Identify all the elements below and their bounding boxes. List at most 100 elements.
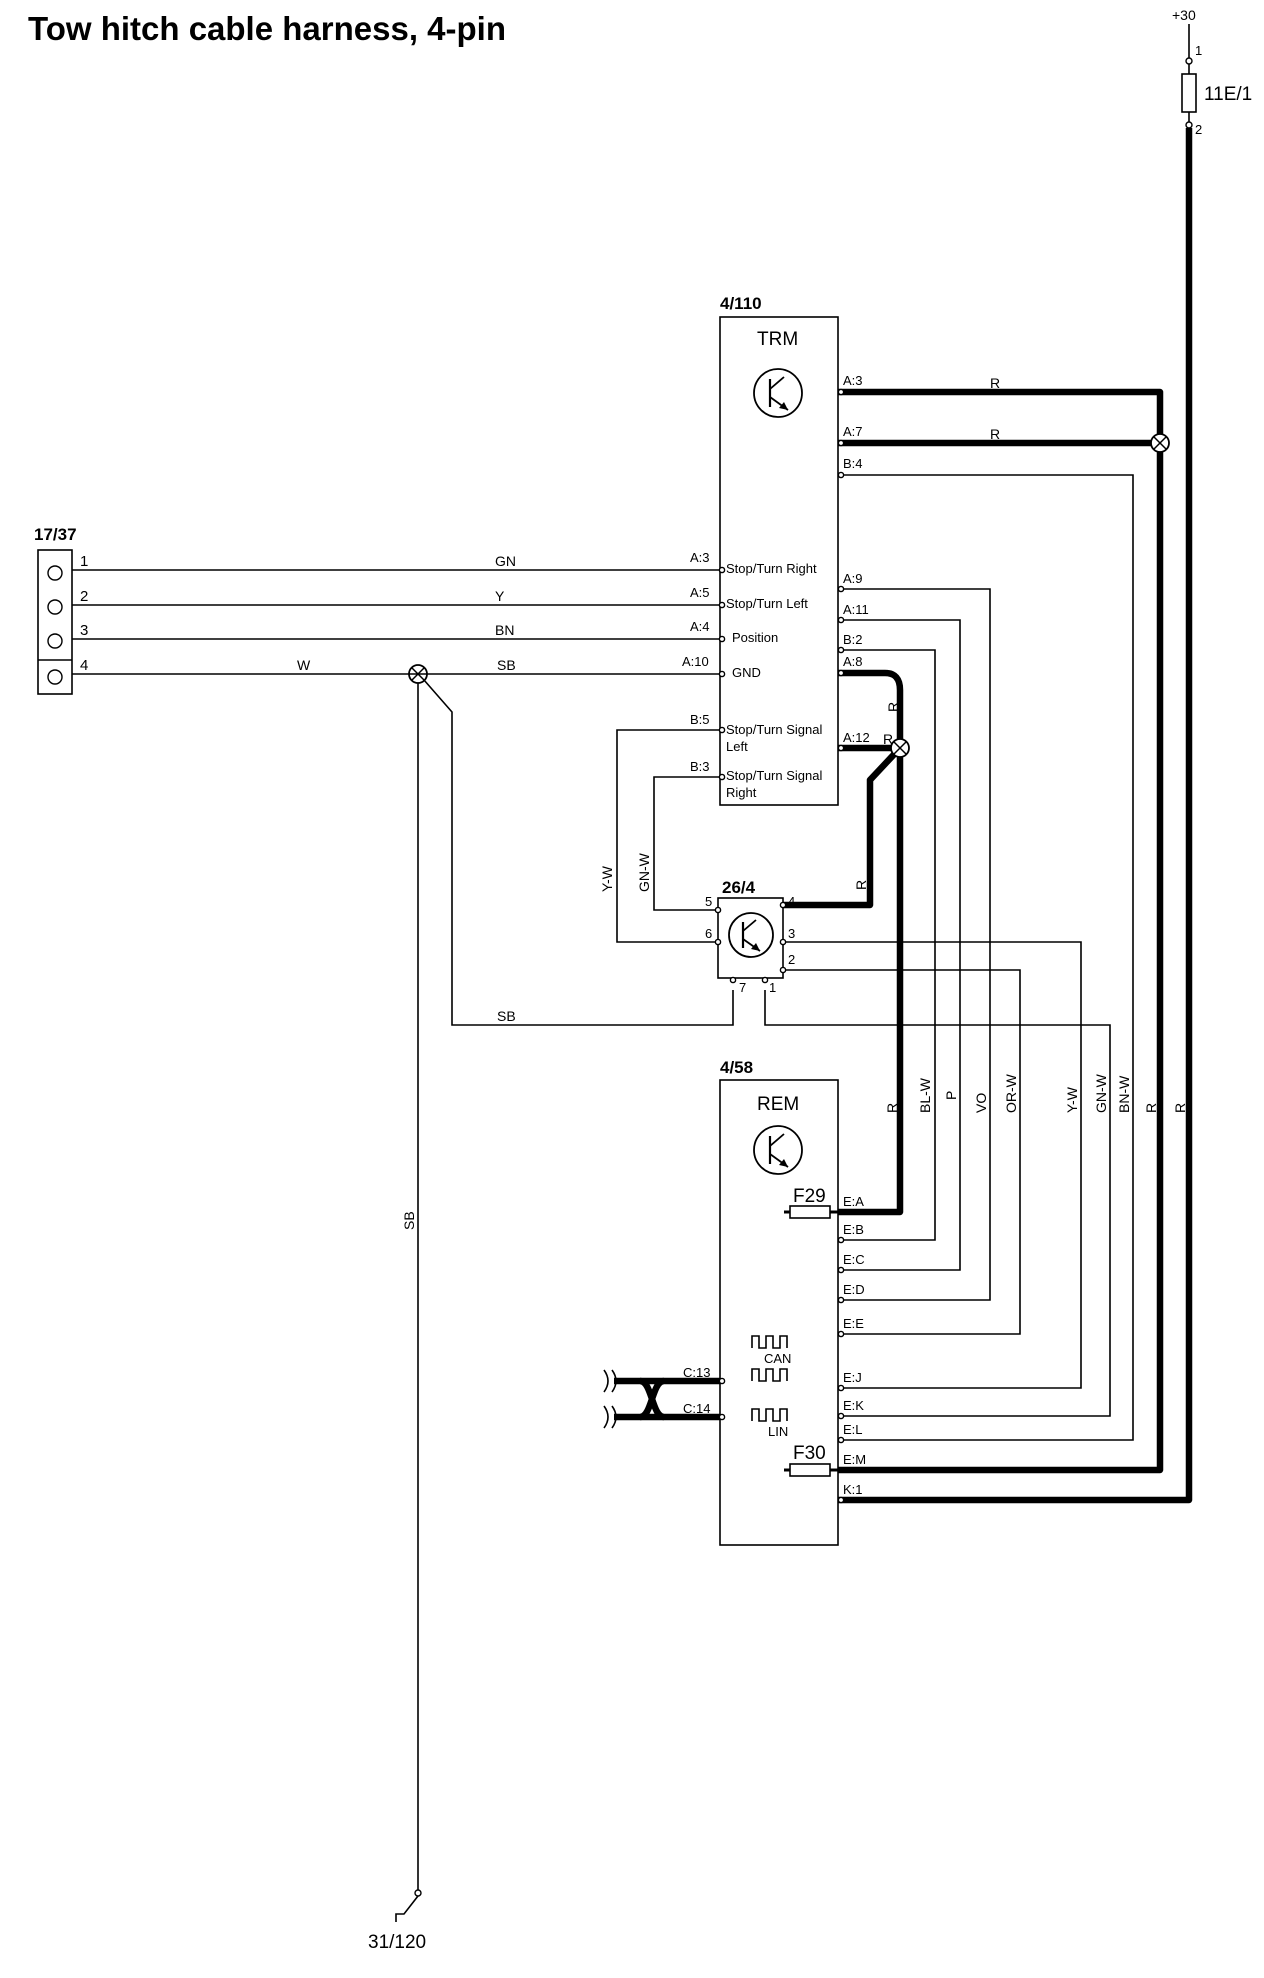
wire-label: R <box>853 880 869 890</box>
wire-label: GN-W <box>1093 1073 1109 1113</box>
wire-label: R <box>883 731 893 747</box>
trm-right-pin: A:7 <box>843 424 863 439</box>
ground-symbol <box>395 1895 419 1922</box>
wire-label: W <box>297 657 311 673</box>
wire-r-k1 <box>838 128 1193 1504</box>
wire-label: BN-W <box>1116 1075 1132 1113</box>
trm-left-pin: B:5 <box>690 712 710 727</box>
relay-26-4: 26/4 5 6 4 3 2 7 1 <box>705 878 795 995</box>
transistor-icon <box>753 1125 803 1175</box>
wire-label: OR-W <box>1003 1073 1019 1113</box>
supply-label: +30 <box>1172 7 1196 23</box>
relay-pin: 3 <box>788 926 795 941</box>
trm-function: GND <box>732 665 761 680</box>
wire-yw-ej <box>783 941 1082 1389</box>
connector-id: 17/37 <box>34 525 77 544</box>
fuse-pin-2: 2 <box>1195 122 1202 137</box>
connector-pin-label: 1 <box>80 553 88 570</box>
trm-right-pin: B:4 <box>843 456 863 471</box>
trm-right-pin: A:8 <box>843 654 863 669</box>
wire-label: R <box>1143 1103 1159 1113</box>
trm-function: Right <box>726 785 757 800</box>
transistor-icon <box>753 368 803 418</box>
wire-label: R <box>990 426 1000 442</box>
trm-right-pin: A:3 <box>843 373 863 388</box>
connector-pin-2 <box>47 599 63 615</box>
trm-left-pin: B:3 <box>690 759 710 774</box>
trm-module: 4/110 TRM A:3 A:5 A:4 A:10 B:5 B:3 Stop/… <box>682 294 870 806</box>
wire-label: VO <box>973 1093 989 1113</box>
fuse-f30 <box>789 1463 831 1477</box>
trm-left-pin: A:3 <box>690 550 710 565</box>
wire-sb-relay7 <box>423 679 734 1026</box>
trm-id: 4/110 <box>720 294 762 313</box>
trm-left-pin: A:4 <box>690 619 710 634</box>
connector-pin-1 <box>47 565 63 581</box>
wire-r-relay4 <box>783 745 903 909</box>
fuse-11e1-label: 11E/1 <box>1204 84 1252 105</box>
splice-trm-r <box>890 738 910 758</box>
relay-pin: 1 <box>769 980 776 995</box>
trm-function: Stop/Turn Left <box>726 596 808 611</box>
trm-right-pin: A:12 <box>843 730 870 745</box>
rem-right-pin: E:A <box>843 1194 864 1209</box>
relay-pin: 4 <box>788 894 795 909</box>
fuse-11e1 <box>1181 73 1197 113</box>
wire-label: SB <box>401 1211 417 1230</box>
wire-bnw <box>838 474 1134 1441</box>
ground-label: 31/120 <box>368 1932 426 1953</box>
bus-label: CAN <box>764 1351 791 1366</box>
relay-id: 26/4 <box>722 878 756 897</box>
trm-left-pin: A:10 <box>682 654 709 669</box>
splice-supply <box>1150 433 1170 453</box>
fuse-pin-1: 1 <box>1195 43 1202 58</box>
wire-label: GN-W <box>636 852 652 892</box>
wire-r-a8 <box>838 669 904 748</box>
wire-label: Y-W <box>1064 1086 1080 1113</box>
connector-pin-3 <box>47 633 63 649</box>
wire-r-a3-em <box>838 388 1164 1474</box>
connector-pin-label: 2 <box>80 588 88 605</box>
rem-left-pin: C:14 <box>683 1401 710 1416</box>
rem-right-pin: E:M <box>843 1452 866 1467</box>
lin-wave-icon <box>751 1408 788 1422</box>
rem-right-pin: K:1 <box>843 1482 863 1497</box>
connector-17-37: 17/37 1 2 3 4 <box>34 525 88 695</box>
fuse-label: F30 <box>793 1443 826 1464</box>
connector-pin-label: 3 <box>80 622 88 639</box>
rem-name: REM <box>757 1094 799 1115</box>
connector-pin-4 <box>47 669 63 685</box>
rem-left-pin: C:13 <box>683 1365 710 1380</box>
harness-wire-labels: GN Y BN W SB SB SB Y-W GN-W R R R R R R … <box>297 375 1188 1230</box>
wire-label: Y-W <box>599 865 615 892</box>
connector-pin-label: 4 <box>80 657 88 674</box>
trm-right-pin: B:2 <box>843 632 863 647</box>
can-wave-icon <box>751 1368 788 1382</box>
wire-label: R <box>990 375 1000 391</box>
wire-label: R <box>884 1103 900 1113</box>
rem-right-pin: E:C <box>843 1252 865 1267</box>
twisted-pair-icon <box>603 1369 666 1429</box>
rem-right-pin: E:B <box>843 1222 864 1237</box>
wire-label: R <box>885 702 901 712</box>
fuse-f29 <box>789 1205 831 1219</box>
wire-label: SB <box>497 657 516 673</box>
relay-pin: 6 <box>705 926 712 941</box>
can-wave-icon <box>751 1335 788 1349</box>
wire-orw <box>783 969 1021 1335</box>
thick-wires <box>614 128 1193 1504</box>
rem-right-pin: E:L <box>843 1422 863 1437</box>
wire-p <box>838 619 961 1271</box>
trm-name: TRM <box>757 329 798 350</box>
bus-label: LIN <box>768 1424 788 1439</box>
ground-point: 31/120 <box>368 1889 426 1953</box>
trm-left-pin: A:5 <box>690 585 710 600</box>
rem-right-pin: E:D <box>843 1282 865 1297</box>
rem-right-pin: E:J <box>843 1370 862 1385</box>
wire-vo <box>838 588 991 1301</box>
relay-pin: 5 <box>705 894 712 909</box>
supply-30: +30 1 11E/1 2 <box>1172 7 1252 137</box>
wire-label: GN <box>495 553 516 569</box>
rem-module: 4/58 REM F29 F30 CAN LIN C:13 C:14 E:A E… <box>683 1058 866 1546</box>
wire-r-ea <box>838 748 904 1216</box>
